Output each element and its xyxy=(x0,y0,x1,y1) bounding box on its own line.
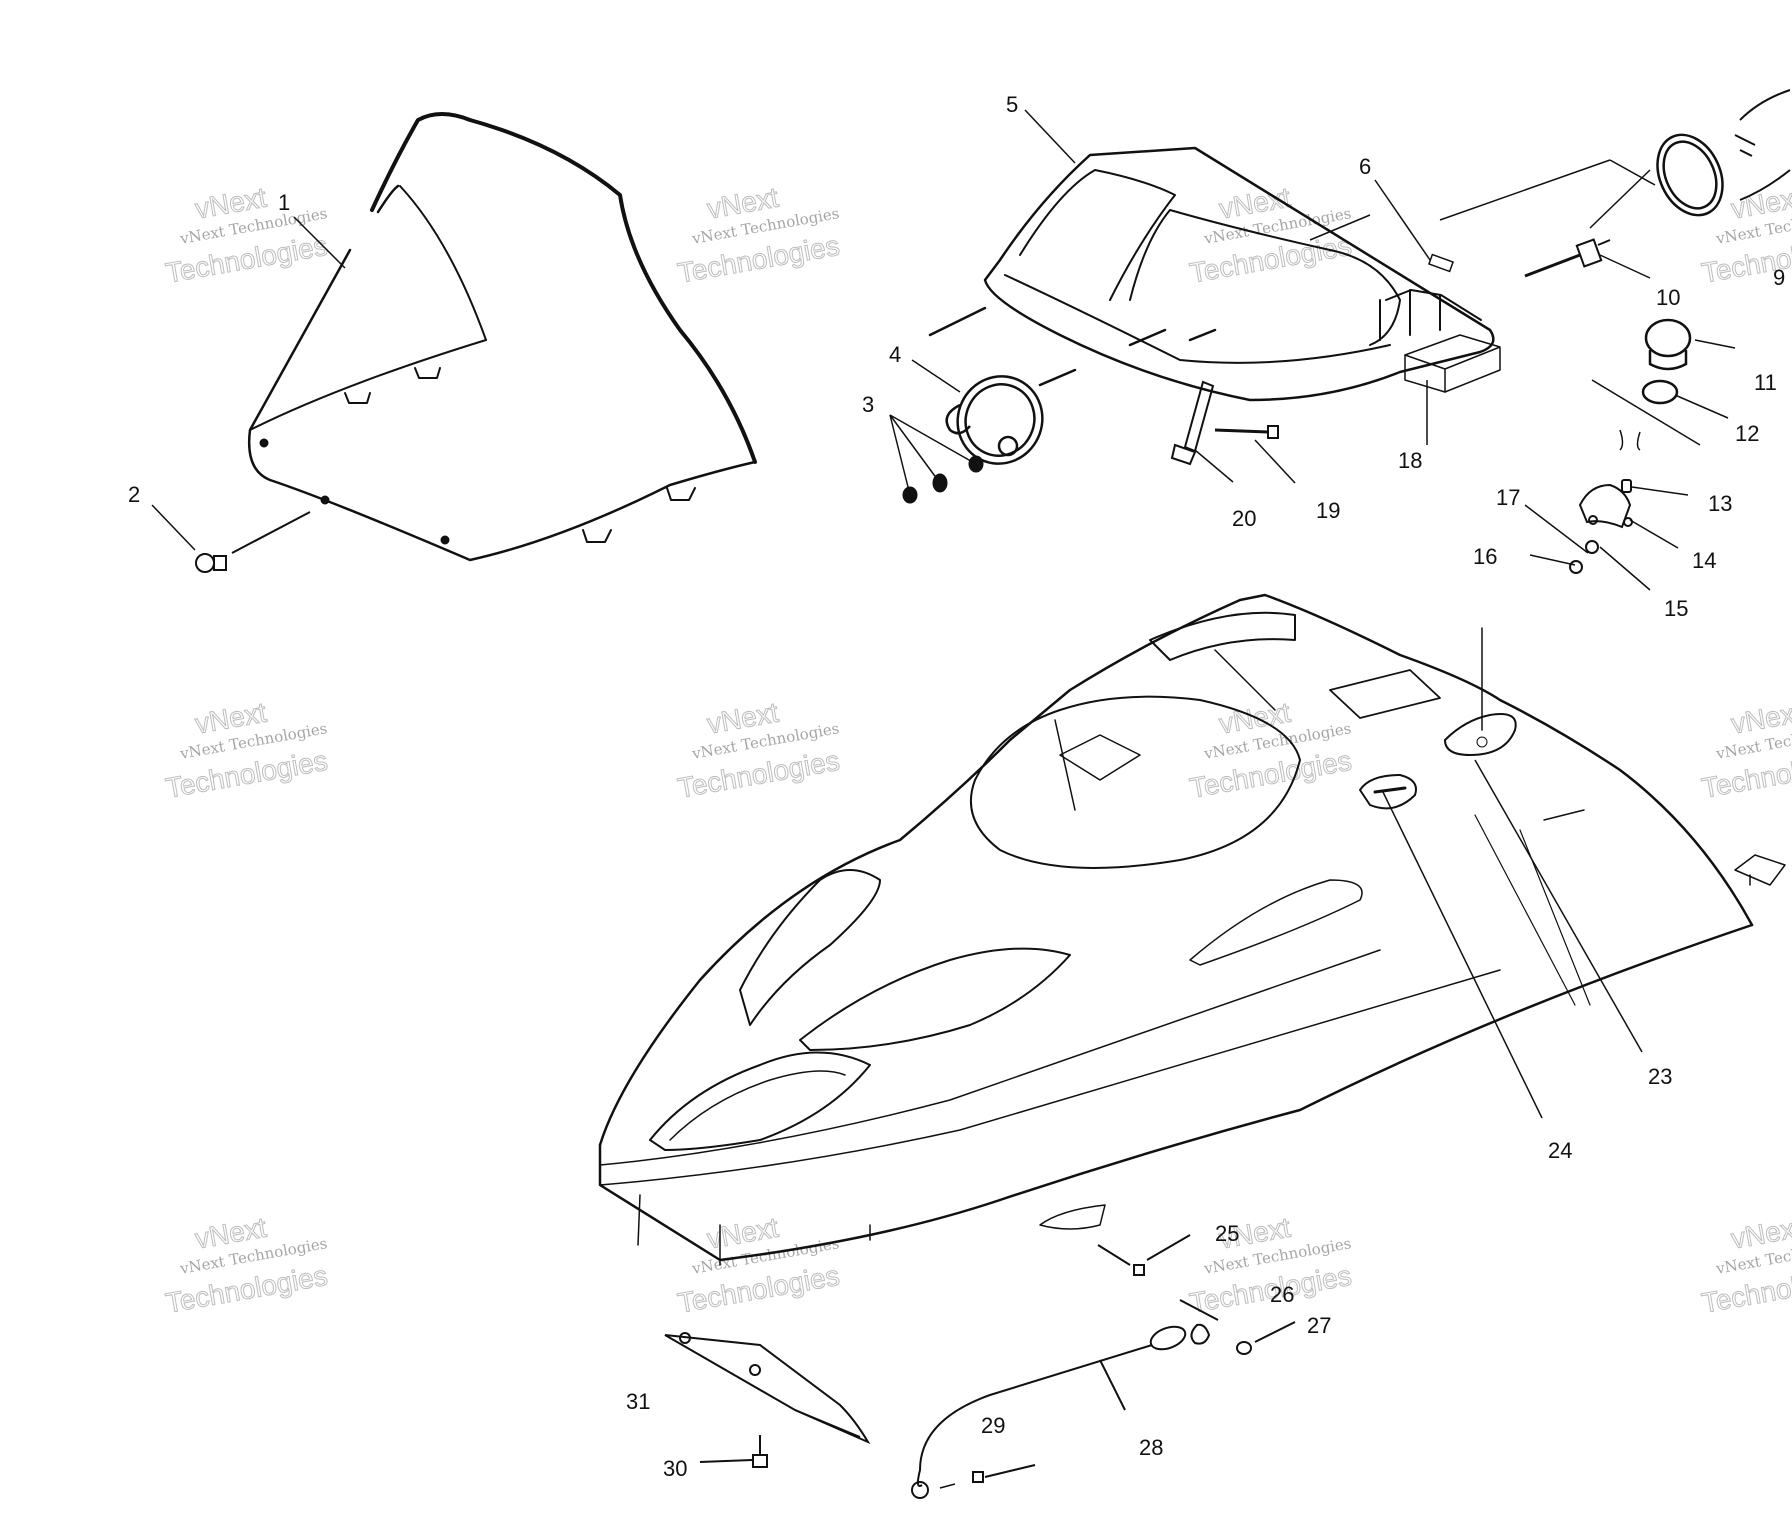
callout-label: 3 xyxy=(862,392,874,417)
nut-part xyxy=(902,455,984,504)
callout-label: 5 xyxy=(1006,92,1018,117)
callout-label: 9 xyxy=(1773,265,1785,290)
callout-label: 28 xyxy=(1139,1435,1163,1460)
callout-label: 11 xyxy=(1754,370,1777,395)
leader-lines xyxy=(151,109,1736,1119)
callout-label: 15 xyxy=(1664,596,1688,621)
indicator-part xyxy=(1591,318,1701,446)
hood-part xyxy=(598,593,1786,1266)
knob-part xyxy=(195,511,311,573)
console-part xyxy=(928,146,1501,402)
screw-part xyxy=(1170,380,1279,466)
callout-label: 10 xyxy=(1656,285,1680,310)
callout-label: 17 xyxy=(1496,485,1520,510)
bracket-part xyxy=(1569,429,1641,574)
callout-label: 19 xyxy=(1316,498,1340,523)
headlight-ring-part xyxy=(945,375,1044,465)
callout-label: 1 xyxy=(278,190,290,215)
callout-label: 12 xyxy=(1735,421,1759,446)
callout-label: 18 xyxy=(1398,448,1422,473)
windshield-part xyxy=(247,112,757,562)
callout-label: 13 xyxy=(1708,491,1732,516)
callout-label: 16 xyxy=(1473,544,1497,569)
callout-label: 20 xyxy=(1232,506,1256,531)
callout-label: 23 xyxy=(1648,1064,1672,1089)
callout-label: 29 xyxy=(981,1413,1005,1438)
small-clip-part xyxy=(1309,214,1455,273)
tether-part xyxy=(911,1325,1187,1499)
callout-label: 4 xyxy=(889,342,901,367)
callout-label: 31 xyxy=(626,1389,650,1414)
gauge-part xyxy=(1439,89,1791,221)
callout-label: 2 xyxy=(128,482,140,507)
callout-label: 30 xyxy=(663,1456,687,1481)
callout-label: 27 xyxy=(1307,1313,1331,1338)
fastener-part xyxy=(1097,1234,1296,1355)
callout-label: 24 xyxy=(1548,1138,1572,1163)
callout-label: 26 xyxy=(1270,1282,1294,1307)
callout-label: 25 xyxy=(1215,1221,1239,1246)
callout-label: 14 xyxy=(1692,548,1716,573)
bracket-plate-part xyxy=(664,1332,871,1468)
callout-label: 6 xyxy=(1359,154,1371,179)
bolt-part xyxy=(1524,238,1611,278)
callout-labels: 1 2 3 4 5 6 9 10 11 12 13 14 15 16 17 18… xyxy=(128,92,1785,1481)
